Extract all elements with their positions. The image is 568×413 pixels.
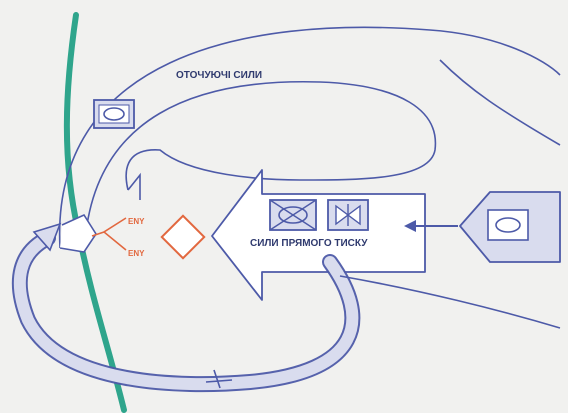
encircling-arrow-outer	[58, 26, 561, 249]
enemy-label-upper: ENY	[128, 217, 145, 226]
enemy-label-lower: ENY	[128, 249, 145, 258]
pentagon-approach-arrowhead	[404, 220, 416, 232]
encircling-arrow-tail-right	[439, 59, 561, 146]
unit-symbol-upper-left	[93, 99, 135, 129]
envelopment-arrowhead	[59, 213, 97, 253]
lower-sweep-arrowhead	[32, 222, 62, 252]
encircling-arrow-inner	[85, 80, 437, 233]
lower-sweep-arrow-fill	[13, 232, 359, 391]
direct-pressure-label: СИЛИ ПРЯМОГО ТИСКУ	[250, 238, 368, 249]
surrounding-forces-label: ОТОЧУЮЧІ СИЛИ	[176, 70, 262, 81]
encircling-arrow-inner-return	[125, 149, 301, 191]
enemy-diamond	[160, 214, 206, 260]
boundary-line	[63, 12, 127, 413]
unit-symbol-crossed	[269, 199, 317, 231]
lower-sweep-tail	[339, 275, 561, 329]
unit-symbol-bowtie	[327, 199, 369, 231]
direct-pressure-arrow	[211, 169, 426, 301]
unit-symbol-pentagon	[459, 191, 561, 263]
lower-sweep-marker	[205, 369, 233, 389]
enemy-bracket	[91, 217, 127, 251]
enemy-position	[91, 214, 206, 260]
envelopment-tick	[127, 172, 141, 200]
